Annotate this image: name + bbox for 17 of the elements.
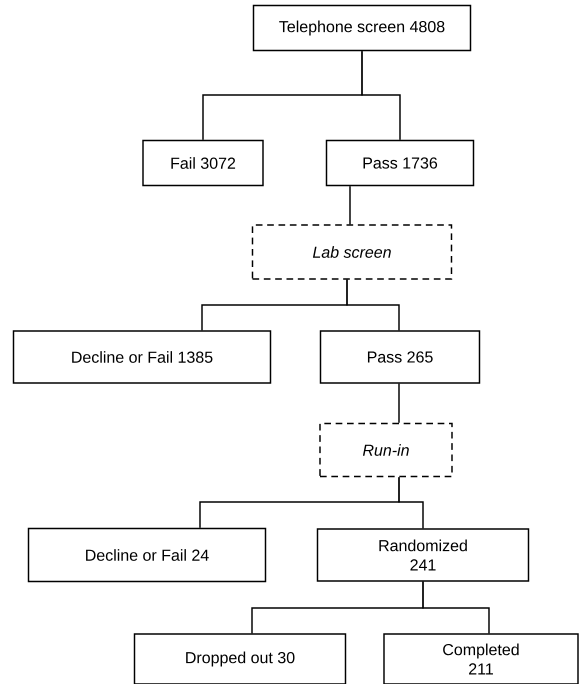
connector-line <box>398 384 400 423</box>
stage-box: Lab screen <box>252 224 452 280</box>
process-box: Dropped out 30 <box>134 633 346 684</box>
process-box: Decline or Fail 1385 <box>12 330 272 384</box>
process-box: Decline or Fail 24 <box>28 528 266 582</box>
process-box: Fail 3072 <box>142 140 264 186</box>
process-box: Pass 1736 <box>326 140 474 186</box>
process-box: Telephone screen 4808 <box>252 4 472 52</box>
process-box: Randomized 241 <box>316 528 530 582</box>
connector-line <box>422 582 490 634</box>
connector-line <box>361 51 401 140</box>
stage-box: Run-in <box>319 422 453 478</box>
connector-line <box>349 186 351 224</box>
connector-line <box>346 280 400 330</box>
process-box: Completed 211 <box>383 633 579 684</box>
connector-line <box>398 477 424 528</box>
process-box: Pass 265 <box>320 330 480 384</box>
